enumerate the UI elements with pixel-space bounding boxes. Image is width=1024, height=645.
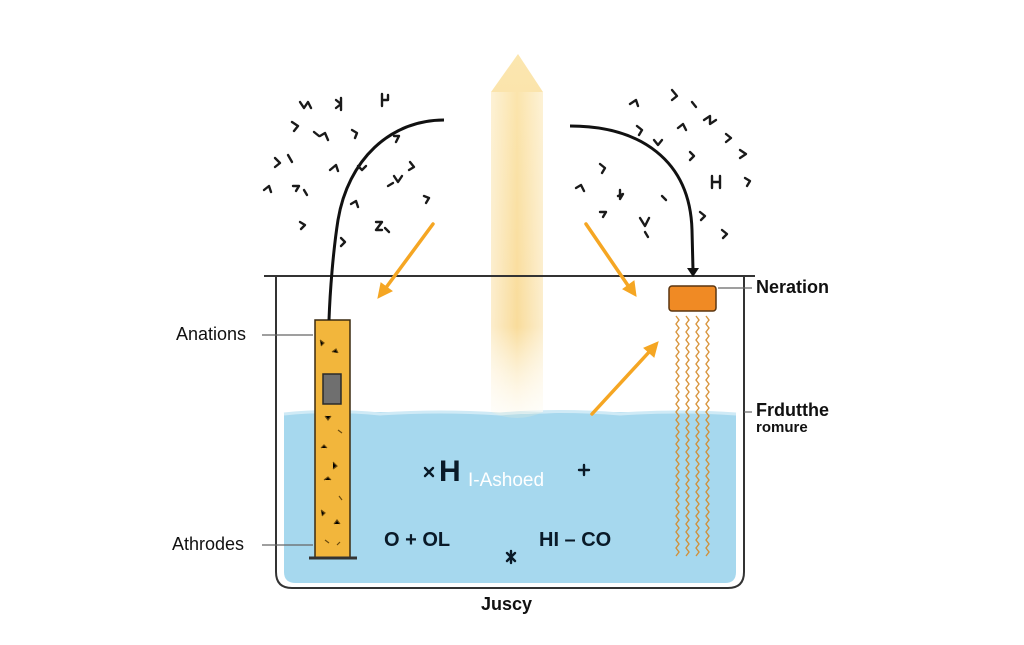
- solution-symbols: [423, 463, 591, 565]
- left-electrode: [309, 319, 357, 560]
- ashoed-label: I-Ashoed: [468, 470, 545, 491]
- right-electrode: [668, 285, 717, 557]
- anations-label: Anations: [176, 324, 247, 344]
- leader-lines: [262, 287, 752, 546]
- right-wire-arrowhead: [687, 268, 699, 277]
- h-symbol: H: [439, 455, 461, 488]
- right-equation: HI – CO: [539, 529, 612, 551]
- left-equation: O + OL: [384, 529, 451, 551]
- left-particles: [262, 92, 431, 248]
- light-beam: [491, 54, 543, 418]
- left-wire: [327, 118, 445, 321]
- right-particles: [574, 88, 752, 240]
- beaker: [264, 275, 755, 589]
- right-wire: [569, 124, 695, 271]
- water-body: [284, 412, 736, 583]
- athrodes-label: Athrodes: [172, 534, 245, 554]
- frdutthe-label: Frdutthe: [756, 400, 829, 420]
- bubble-stream: [675, 315, 710, 557]
- orange-arrows: [377, 222, 659, 416]
- neration-label: Neration: [756, 277, 830, 297]
- romure-label: romure: [756, 419, 808, 436]
- juscy-label: Juscy: [481, 594, 533, 614]
